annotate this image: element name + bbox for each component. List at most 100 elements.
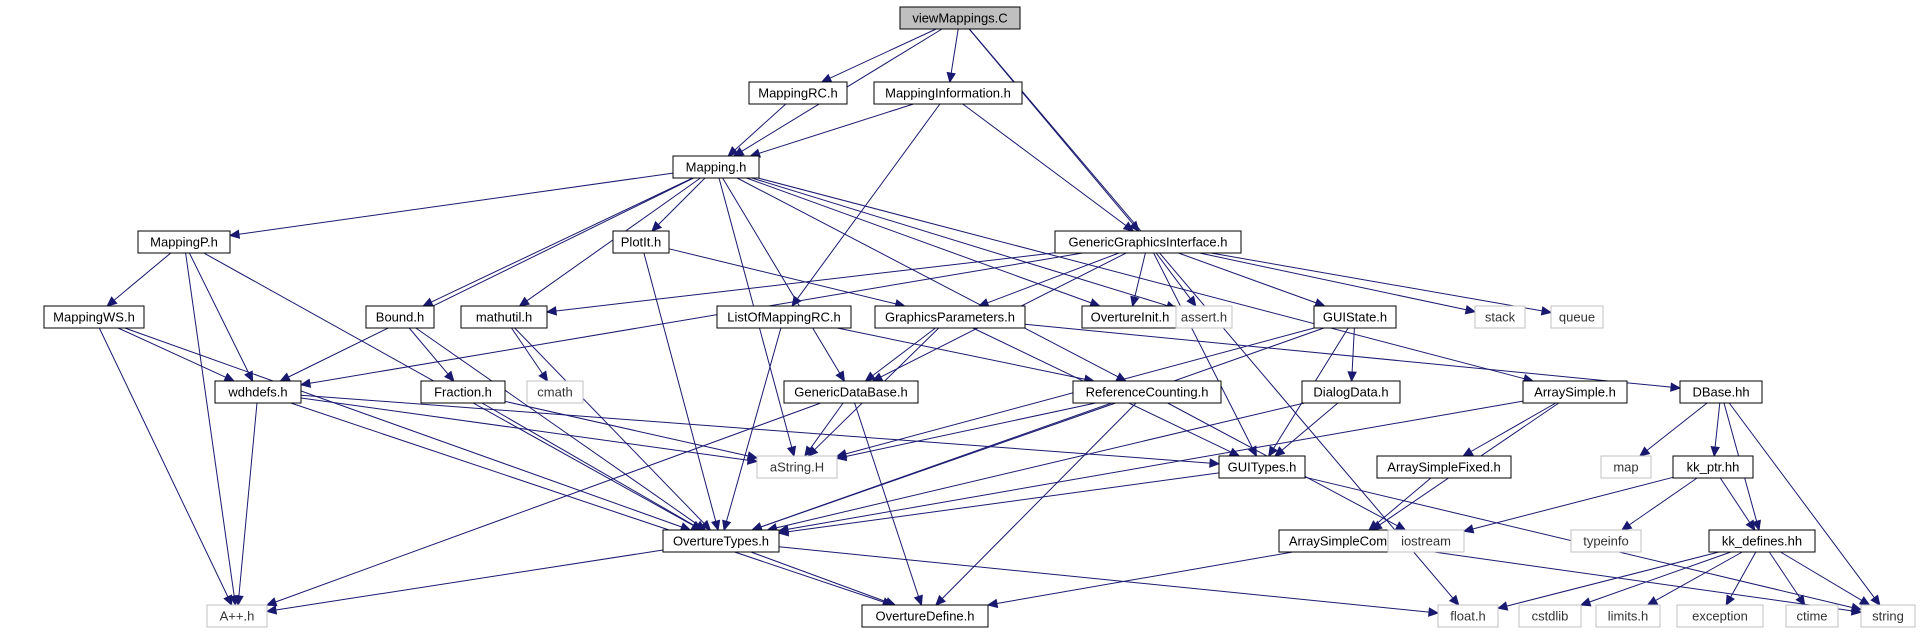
edge-genericdatabase-h-to-astring-h (809, 402, 844, 449)
edge-genericgraphicsinterface-h-to-guistate-h (1178, 252, 1317, 304)
edge-mappingp-h-to-mappingws-h (113, 252, 172, 301)
edge-arrowhead (1725, 594, 1735, 607)
node-box (1522, 380, 1628, 404)
node-label: kk_defines.hh (1722, 534, 1802, 549)
node-bound-h[interactable]: Bound.h (365, 305, 435, 329)
node-label: OvertureDefine.h (876, 609, 975, 624)
node-dialogdata-h[interactable]: DialogData.h (1301, 380, 1401, 404)
node-genericdatabase-h[interactable]: GenericDataBase.h (783, 380, 919, 404)
edge-overturetypes-h-to-float-h (778, 546, 1430, 613)
edge-mapping-h-to-genericdatabase-h (722, 177, 841, 374)
edge-arrowhead (106, 296, 118, 307)
edge-arrowhead (1496, 601, 1509, 611)
edge-fraction-h-to-astring-h (504, 400, 749, 457)
node-label: ListOfMappingRC.h (727, 310, 840, 325)
edge-arrowhead (234, 595, 244, 607)
edge-arrowhead (1850, 606, 1863, 616)
edge-kk-ptr-hh-to-kk-defines-hh (1719, 477, 1751, 523)
node-cmath: cmath (526, 380, 584, 404)
edge-arrowhead (1540, 306, 1553, 316)
edge-fraction-h-to-overturetypes-h (481, 402, 695, 526)
edge-arrowhead (651, 220, 663, 232)
node-guistate-h[interactable]: GUIState.h (1313, 305, 1397, 329)
node-mapping-h[interactable]: Mapping.h (672, 155, 760, 179)
edge-graphicsparameters-h-to-dbase-hh (1024, 323, 1672, 388)
edge-mappingp-h-to-a-h (185, 252, 235, 597)
node-graphicsparameters-h[interactable]: GraphicsParameters.h (874, 305, 1026, 329)
node-dbase-hh[interactable]: DBase.hh (1679, 380, 1763, 404)
node-wdhdefs-h[interactable]: wdhdefs.h (214, 380, 302, 404)
edge-arrowhead (1209, 458, 1221, 468)
node-overturedefine-h[interactable]: OvertureDefine.h (861, 604, 989, 628)
edge-arrowhead (1870, 594, 1881, 606)
node-ctime: ctime (1785, 604, 1839, 628)
node-box (1437, 604, 1499, 628)
edge-dialogdata-h-to-overturetypes-h (776, 402, 1305, 529)
node-box (1376, 455, 1512, 479)
edge-arraysimplecommon-h-to-overturedefine-h (996, 551, 1293, 604)
node-box (1676, 604, 1764, 628)
node-listofmappingrc-h[interactable]: ListOfMappingRC.h (716, 305, 852, 329)
node-box (526, 380, 584, 404)
node-label: OvertureInit.h (1091, 310, 1170, 325)
edge-dbase-hh-to-kk-ptr-hh (1714, 402, 1721, 448)
edge-kk-defines-hh-to-ctime (1768, 551, 1801, 598)
node-kk-ptr-hh[interactable]: kk_ptr.hh (1672, 455, 1754, 479)
node-referencecounting-h[interactable]: ReferenceCounting.h (1072, 380, 1222, 404)
edge-guitypes-h-to-overturetypes-h (787, 472, 1220, 533)
edge-arrowhead (1745, 519, 1756, 532)
node-viewmappings-c[interactable]: viewMappings.C (899, 6, 1021, 30)
edge-arrowhead (727, 146, 739, 157)
node-label: GUITypes.h (1228, 460, 1297, 475)
node-label: A++.h (220, 609, 255, 624)
node-map: map (1600, 455, 1652, 479)
node-overtureinit-h[interactable]: OvertureInit.h (1081, 305, 1179, 329)
node-label: viewMappings.C (912, 11, 1007, 26)
node-genericgraphicsinterface-h[interactable]: GenericGraphicsInterface.h (1054, 230, 1242, 254)
edge-arrowhead (1462, 447, 1474, 457)
node-box (748, 81, 848, 105)
node-arraysimple-h[interactable]: ArraySimple.h (1522, 380, 1628, 404)
node-guitypes-h[interactable]: GUITypes.h (1218, 455, 1306, 479)
node-box (1679, 380, 1763, 404)
edge-arrowhead (443, 370, 455, 382)
node-mappingrc-h[interactable]: MappingRC.h (748, 81, 848, 105)
edge-arrowhead (279, 372, 291, 382)
node-label: ArraySimpleFixed.h (1387, 460, 1500, 475)
edge-wdhdefs-h-to-guitypes-h (300, 394, 1211, 464)
node-box (1595, 604, 1661, 628)
edge-bound-h-to-overturetypes-h (415, 327, 699, 526)
edge-arrowhead (422, 297, 434, 307)
node-mappinginformation-h[interactable]: MappingInformation.h (873, 81, 1023, 105)
edge-referencecounting-h-to-astring-h (845, 402, 1096, 457)
edge-genericgraphicsinterface-h-to-guitypes-h (1153, 252, 1253, 449)
edge-mappingws-h-to-a-h (98, 327, 229, 598)
edge-arrowhead (228, 229, 241, 239)
edge-arrowhead (265, 597, 278, 607)
node-label: typeinfo (1583, 534, 1629, 549)
edge-arrowhead (1579, 597, 1592, 607)
node-mappingws-h[interactable]: MappingWS.h (43, 305, 145, 329)
edge-mathutil-h-to-cmath (511, 327, 543, 374)
node-mathutil-h[interactable]: mathutil.h (460, 305, 548, 329)
edge-genericgraphicsinterface-h-to-stack (1199, 252, 1467, 311)
node-arraysimplefixed-h[interactable]: ArraySimpleFixed.h (1376, 455, 1512, 479)
edge-arrowhead (820, 73, 833, 83)
node-plotit-h[interactable]: PlotIt.h (612, 230, 670, 254)
node-label: MappingInformation.h (885, 86, 1011, 101)
edge-arrowhead (700, 519, 712, 531)
node-overturetypes-h[interactable]: OvertureTypes.h (662, 529, 780, 553)
node-label: exception (1692, 609, 1748, 624)
node-mappingp-h[interactable]: MappingP.h (137, 230, 231, 254)
edge-arraysimplecommon-h-to-string (1432, 551, 1853, 612)
node-label: Fraction.h (434, 385, 492, 400)
edge-arrowhead (1858, 596, 1871, 606)
node-fraction-h[interactable]: Fraction.h (420, 380, 506, 404)
node-label: mathutil.h (476, 310, 532, 325)
node-label: GenericDataBase.h (794, 385, 907, 400)
edge-arrowhead (1122, 221, 1135, 232)
node-label: cstdlib (1532, 609, 1569, 624)
node-kk-defines-hh[interactable]: kk_defines.hh (1708, 529, 1816, 553)
node-box (1175, 305, 1233, 329)
node-label: limits.h (1608, 609, 1648, 624)
